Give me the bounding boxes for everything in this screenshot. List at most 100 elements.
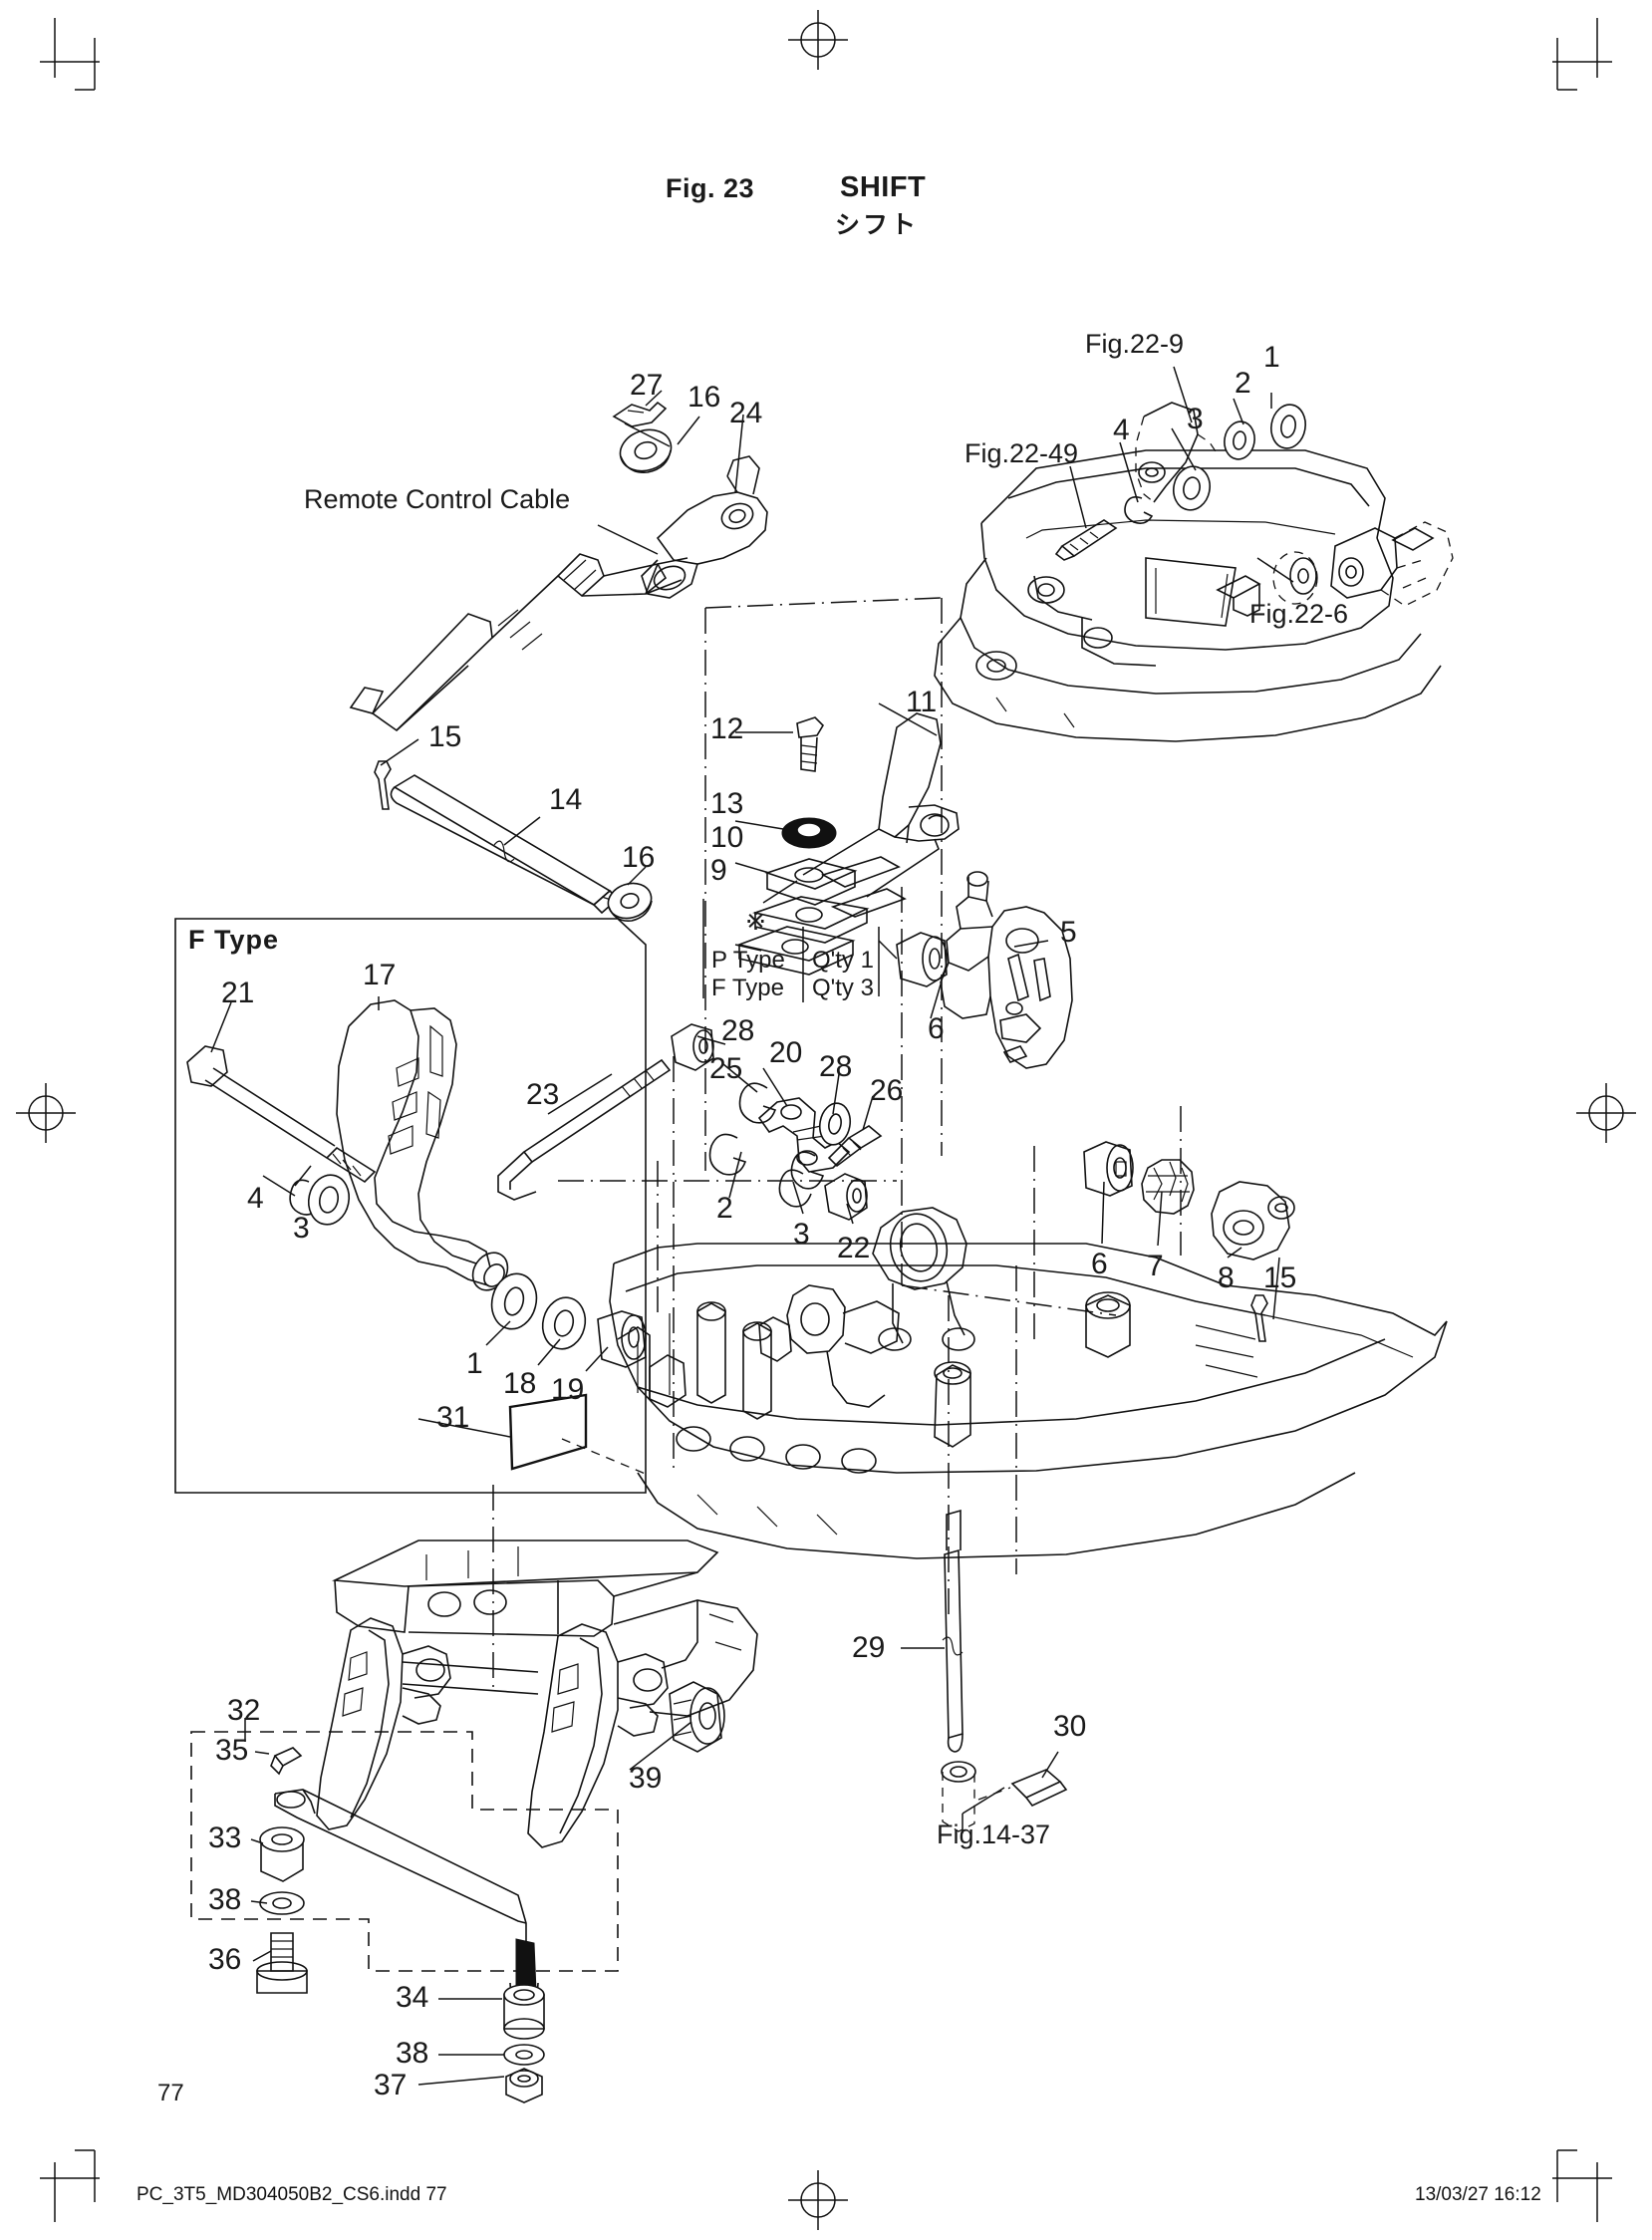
remote-control-cable-part [349,553,688,732]
callout-36[interactable]: 36 [208,1943,242,1976]
callout-18[interactable]: 18 [503,1367,537,1400]
kome-symbol: ※ [745,908,766,936]
callout-34[interactable]: 34 [396,1981,429,2014]
cross-reference-fig-14-37[interactable]: Fig.14-37 [937,1820,1051,1849]
parts-1-18-19-washers [490,1272,647,1368]
part-32-dashed-box [190,1731,619,1972]
callout-39[interactable]: 39 [629,1762,663,1795]
remote-control-cable-label: Remote Control Cable [304,484,571,514]
qty-row-p-type-label: P Type [711,947,785,974]
callout-6-center[interactable]: 6 [928,1012,945,1045]
callout-12[interactable]: 12 [710,712,744,745]
lower-fasteners-group [256,1747,545,2103]
registration-target-top [788,10,848,70]
callout-9[interactable]: 9 [710,854,727,887]
callout-10[interactable]: 10 [710,821,744,854]
parts-center-cluster [671,1023,883,1221]
diagram-title-japanese: シフト [835,211,920,239]
callout-28-a[interactable]: 28 [721,1014,755,1047]
callout-5[interactable]: 5 [1060,916,1077,949]
callout-24[interactable]: 24 [729,397,763,429]
callout-19[interactable]: 19 [551,1373,585,1406]
callout-3-top[interactable]: 3 [1187,403,1204,435]
part-24-shift-arm [641,455,768,599]
callout-13[interactable]: 13 [710,787,744,820]
callout-4-top[interactable]: 4 [1113,414,1130,446]
callout-32[interactable]: 32 [227,1694,261,1727]
callout-2-center[interactable]: 2 [716,1192,733,1225]
callout-30[interactable]: 30 [1053,1710,1087,1743]
f-type-box-frame [174,918,647,1494]
callout-28-b[interactable]: 28 [819,1050,853,1083]
phantom-assembly-lines [492,597,1182,1694]
callout-37[interactable]: 37 [374,2069,408,2101]
callout-20[interactable]: 20 [769,1036,803,1069]
part-21-bolt [186,1045,377,1184]
part-29-rod [942,1509,964,1753]
callout-11[interactable]: 11 [906,686,938,718]
callout-35[interactable]: 35 [215,1734,249,1767]
parts-1-4-fasteners [1054,402,1306,561]
cross-reference-fig-22-6[interactable]: Fig.22-6 [1249,599,1349,629]
parts-right-cluster [1083,1141,1295,1342]
part-5-shift-bracket [940,871,1073,1069]
callout-23[interactable]: 23 [526,1078,560,1111]
callout-leader-lines [210,366,1294,2086]
footer-timestamp: 13/03/27 16:12 [1415,2184,1541,2205]
registration-target-bottom [788,2170,848,2230]
callout-1-top[interactable]: 1 [1263,341,1280,374]
figure-label: Fig. 23 [666,173,755,203]
callout-38-a[interactable]: 38 [208,1883,242,1916]
callout-16-mid[interactable]: 16 [622,841,656,874]
engine-housing-upper [934,449,1442,742]
callout-4-ftype[interactable]: 4 [247,1182,264,1215]
callout-14[interactable]: 14 [549,783,583,816]
footer-file-name: PC_3T5_MD304050B2_CS6.indd 77 [137,2184,447,2205]
parts-fig14-37-and-30 [941,1761,1068,1832]
callout-15-right[interactable]: 15 [1263,1261,1297,1294]
part-15-cotter-pin-left [374,760,392,810]
callout-29[interactable]: 29 [852,1631,886,1664]
callout-6-right[interactable]: 6 [1091,1248,1108,1280]
qty-table-lines [702,880,898,1002]
cross-reference-fig-22-49[interactable]: Fig.22-49 [964,438,1079,468]
engine-lower-body [609,1207,1448,1559]
callout-27[interactable]: 27 [630,369,664,402]
callout-8[interactable]: 8 [1218,1261,1235,1294]
callout-1-ftype[interactable]: 1 [466,1347,483,1380]
lower-clamp-assembly [316,1540,758,1848]
page-number: 77 [157,2080,184,2106]
part-6-bushing-center [896,932,948,987]
callout-7[interactable]: 7 [1147,1250,1164,1282]
part-16-washer-mid [607,882,653,923]
parts-center-stack [736,712,960,976]
callout-3-center[interactable]: 3 [793,1218,810,1251]
callout-25[interactable]: 25 [709,1052,743,1085]
callout-17[interactable]: 17 [363,959,397,991]
callout-15-left[interactable]: 15 [428,720,462,753]
callout-38-b[interactable]: 38 [396,2037,429,2070]
callout-33[interactable]: 33 [208,1821,242,1854]
part-16-washer-top [619,428,673,473]
qty-row-f-type-value: Q'ty 3 [812,975,874,1001]
part-31-plate [508,1393,649,1476]
callout-31[interactable]: 31 [436,1401,470,1434]
part-23-rod [497,1058,672,1201]
callout-21[interactable]: 21 [221,977,255,1009]
qty-row-f-type-label: F Type [711,975,784,1001]
part-17-shift-lever [336,999,531,1304]
diagram-title-english: SHIFT [840,171,927,203]
callout-3-ftype[interactable]: 3 [293,1212,310,1245]
parts-fig-22-6-group [1216,521,1454,617]
callout-26[interactable]: 26 [870,1074,904,1107]
qty-row-p-type-value: Q'ty 1 [812,947,874,974]
callout-22[interactable]: 22 [837,1232,871,1264]
registration-target-left [16,1083,76,1143]
callout-2-top[interactable]: 2 [1235,367,1251,400]
cross-reference-fig-22-9[interactable]: Fig.22-9 [1085,329,1185,359]
callout-16-top[interactable]: 16 [688,381,721,414]
part-27-clip [612,401,668,427]
